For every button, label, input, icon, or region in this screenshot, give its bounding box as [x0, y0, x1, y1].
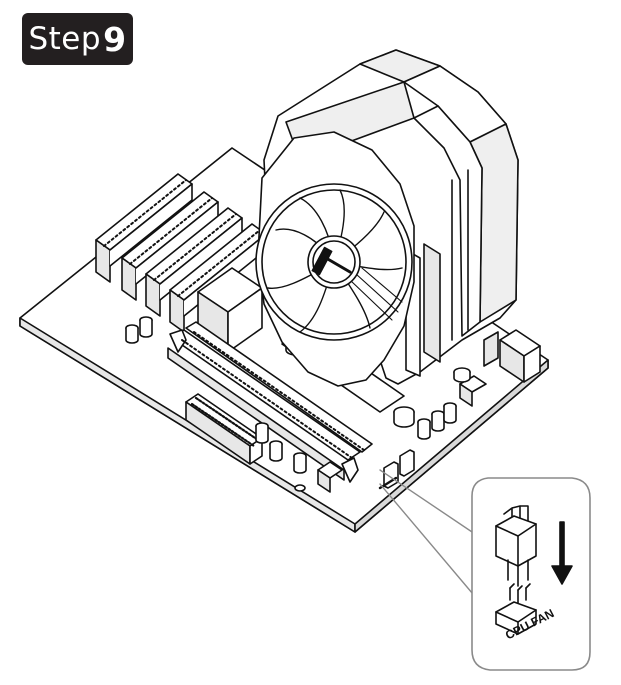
arrow-down-icon	[551, 521, 573, 585]
fan-fins	[349, 267, 403, 321]
callout-bubble	[471, 477, 591, 671]
step-word: Step	[28, 21, 102, 57]
atx-pins	[190, 396, 260, 448]
fan-header-pins	[495, 583, 537, 635]
capacitors-lower	[255, 422, 307, 492]
ram-pin-rows	[181, 331, 365, 459]
capacitors-left	[125, 316, 153, 344]
right-components	[417, 329, 541, 440]
atx-power-connector	[185, 393, 263, 465]
small-components	[317, 461, 343, 493]
step-number: 9	[103, 19, 127, 59]
ram-slots	[167, 321, 373, 483]
fan-cable-plug	[495, 505, 537, 587]
brand-logo-icon	[311, 246, 352, 276]
pcie-pin-rows	[103, 179, 261, 297]
callout-lines	[379, 469, 479, 601]
